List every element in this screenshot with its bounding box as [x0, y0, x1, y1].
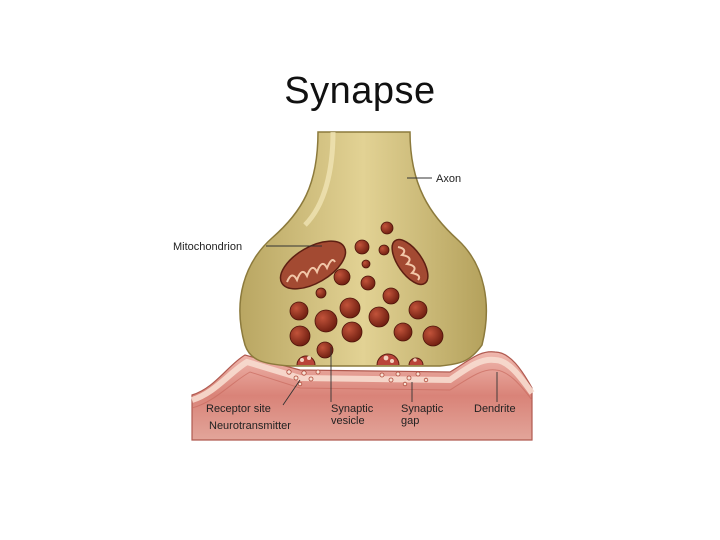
label-receptor-site: Receptor site	[206, 403, 271, 415]
label-mitochondrion: Mitochondrion	[173, 241, 242, 253]
label-synaptic-gap-line1: Synaptic	[401, 403, 444, 415]
label-axon: Axon	[436, 173, 461, 185]
label-synaptic-vesicle-line1: Synaptic	[331, 403, 374, 415]
label-synaptic-vesicle-line2: vesicle	[331, 415, 365, 427]
label-synaptic-gap-line2: gap	[401, 415, 419, 427]
label-dendrite: Dendrite	[474, 403, 516, 415]
label-neurotransmitter: Neurotransmitter	[209, 420, 291, 432]
